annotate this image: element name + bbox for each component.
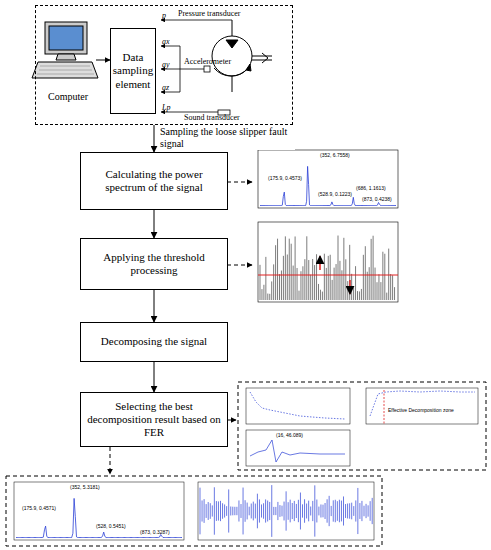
edge-label: Sampling the loose slipper fault signal [160,126,295,150]
signal-label: p [162,12,166,21]
data-point-label: (352, 5.3181) [70,485,100,491]
pump-symbol [212,20,272,92]
data-point-label: (175.9, 0.4573) [268,176,302,182]
process-box: Decomposing the signal [80,322,228,362]
signal-label: az [162,84,169,93]
data-point-label: (528, 0.5451) [96,524,126,530]
data-point-label: (16, 46.089) [276,433,303,439]
box-text: Calculating the power spectrum of the si… [86,168,222,194]
process-box: Applying the threshold processing [80,238,228,290]
data-point-label: (873, 0.4238) [362,197,392,203]
device-label: Computer [48,91,88,103]
process-box: Selecting the best decomposition result … [80,392,228,447]
signal-label: ay [162,61,170,70]
box-text: Selecting the best decomposition result … [86,400,222,440]
box-text: Data sampling element [113,51,153,91]
data-point-label: (352, 6.7558) [320,153,350,159]
flow-arrow [154,362,155,392]
spectrum-chart [258,150,398,208]
box-text: Decomposing the signal [101,335,207,348]
box-text: Applying the threshold processing [86,251,222,277]
computer-icon [32,22,98,78]
result-panel [6,476,382,546]
threshold-chart [258,222,398,302]
process-box: Data sampling element [110,28,156,114]
data-point-label: (175.9, 0.4571) [22,506,56,512]
data-point-label: Effective Decomposition zone [388,408,454,414]
signal-label: ax [162,38,170,47]
signal-label: Accelerometer [184,58,231,67]
signal-label: Lp [162,104,170,113]
data-point-label: (873, 0.3287) [140,530,170,536]
data-point-label: (528.9, 0.1223) [318,192,352,198]
signal-label: Sound transducer [184,114,240,123]
wire [96,60,110,61]
flow-arrow [154,290,155,322]
flow-arrow [154,125,155,152]
process-box: Calculating the power spectrum of the si… [80,152,228,210]
sensor-wire [161,20,232,115]
fer-panel [238,382,486,470]
data-point-label: (686, 1.1613) [356,186,386,192]
flow-arrow [154,210,155,238]
signal-label: Pressure transducer [178,10,240,19]
